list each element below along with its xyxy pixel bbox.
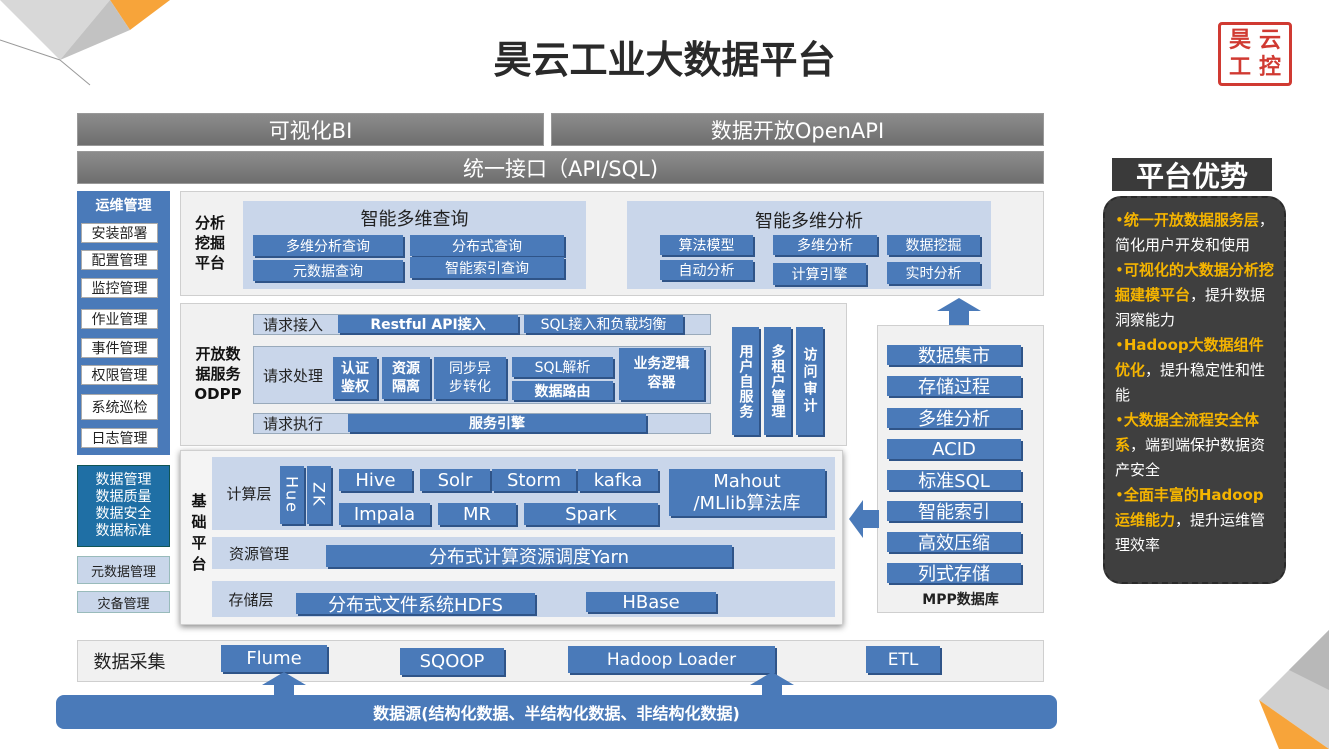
advantages-box: •统一开放数据服务层，简化用户开发和使用 •可视化的大数据分析挖掘建模平台，提升… [1103,196,1286,584]
advantages-title: 平台优势 [1112,158,1272,194]
up-arrow-icon [937,298,981,325]
data-governance-item: 数据管理 [95,472,152,488]
multi-tenant-management: 多租户管理 [764,327,791,435]
collect-item: SQOOP [400,648,504,675]
collect-item: Hadoop Loader [568,646,775,673]
sql-access-balance: SQL接入和负载均衡 [524,315,683,333]
odpp-label: 开放数 据服务 ODPP [194,345,242,403]
user-self-service: 用户自服务 [732,327,759,435]
sidebar-item: 日志管理 [81,428,158,448]
advantage-item: •可视化的大数据分析挖掘建模平台，提升数据洞察能力 [1115,261,1274,329]
data-governance-item: 数据质量 [95,489,152,505]
data-governance-block: 数据管理 数据质量 数据安全 数据标准 [77,465,170,547]
mpp-item: 列式存储 [887,563,1021,585]
page-title: 昊云工业大数据平台 [493,37,836,82]
compute-item: Hive [339,469,412,491]
analysis-item: 数据挖掘 [887,235,980,255]
mpp-item: 高效压缩 [887,532,1021,554]
collect-item: ETL [866,646,940,673]
compute-item: MR [438,503,516,525]
resource-mgmt-label: 资源管理 [228,544,289,563]
request-exec-label: 请求执行 [262,415,323,433]
sidebar-item: 安装部署 [81,223,158,243]
compute-item: Spark [524,503,658,525]
analysis-item: 自动分析 [660,260,753,280]
business-logic-container: 业务逻辑 容器 [619,348,704,400]
sidebar-item: 监控管理 [81,278,158,298]
visual-bi-bar: 可视化BI [77,113,544,146]
analysis-item: 计算引擎 [773,263,866,285]
compute-item: Solr [420,469,490,491]
open-api-bar: 数据开放OpenAPI [551,113,1044,146]
access-audit: 访问审计 [796,327,823,435]
analysis-item: 多维分析 [773,235,877,255]
mpp-item: 存储过程 [887,376,1021,398]
advantage-item: •全面丰富的Hadoop运维能力，提升运维管理效率 [1115,486,1266,554]
request-access-label: 请求接入 [262,316,323,334]
hue-box: Hue [280,466,304,524]
mpp-item: 多维分析 [887,408,1021,430]
data-governance-item: 数据标准 [95,523,152,539]
disaster-backup: 灾备管理 [77,591,170,613]
advantage-item: •大数据全流程安全体系，端到端保护数据资产安全 [1115,411,1266,479]
mpp-item: 标准SQL [887,470,1021,492]
mpp-item: 数据集市 [887,345,1021,367]
restful-api-access: Restful API接入 [338,315,518,333]
yarn-box: 分布式计算资源调度Yarn [326,545,732,568]
left-arrow-icon [849,500,879,538]
data-governance-item: 数据安全 [95,506,152,522]
analysis-item: 分布式查询 [410,235,564,256]
corner-decoration-bottom-right [1259,630,1329,749]
hdfs-box: 分布式文件系统HDFS [296,593,535,616]
mpp-item: ACID [887,439,1021,460]
smart-query-title: 智能多维查询 [360,209,469,230]
mahout-mllib-box: Mahout /MLlib算法库 [669,469,825,516]
analysis-platform-label: 分析 挖掘 平台 [194,214,225,272]
analysis-item: 元数据查询 [253,260,403,281]
compute-item: Storm [492,469,576,491]
zk-box: ZK [307,466,331,524]
analysis-item: 实时分析 [887,262,980,284]
compute-layer-label: 计算层 [226,484,272,503]
analysis-item: 算法模型 [660,235,753,255]
hbase-box: HBase [586,592,716,613]
analysis-item: 多维分析查询 [253,235,403,256]
collect-item: Flume [221,645,327,672]
analysis-item: 智能索引查询 [410,257,564,278]
auth-box: 认证 鉴权 [333,357,377,399]
ops-management-header: 运维管理 [95,198,152,214]
up-arrow-icon [750,672,794,700]
compute-item: Impala [339,503,430,525]
up-arrow-icon [262,672,306,700]
sidebar-item: 权限管理 [81,365,158,385]
data-source-bar: 数据源(结构化数据、半结构化数据、非结构化数据) [56,695,1057,729]
base-platform-label: 基础平台 [189,493,208,577]
unified-interface-bar: 统一接口（API/SQL) [77,151,1044,184]
sync-async-box: 同步异 步转化 [434,357,506,399]
data-collection-label: 数据采集 [93,652,166,673]
corner-decoration-top-left [0,0,170,86]
sql-parse-box: SQL解析 [512,357,613,377]
sidebar-item: 作业管理 [81,309,158,329]
mpp-label: MPP数据库 [922,592,999,608]
advantage-item: •统一开放数据服务层，简化用户开发和使用 [1115,211,1274,254]
compute-item: kafka [578,469,658,491]
metadata-management: 元数据管理 [77,556,170,584]
advantage-item: •Hadoop大数据组件优化，提升稳定性和性能 [1115,336,1266,404]
sidebar-item: 配置管理 [81,250,158,270]
sidebar-item: 事件管理 [81,338,158,358]
data-routing-box: 数据路由 [512,381,613,400]
sidebar-item: 系统巡检 [81,394,158,420]
resource-isolation-box: 资源 隔离 [382,357,430,399]
service-engine: 服务引擎 [348,414,646,432]
logo-seal: 昊云 工控 [1218,22,1292,86]
mpp-item: 智能索引 [887,501,1021,523]
storage-layer-label: 存储层 [228,590,274,609]
smart-analysis-title: 智能多维分析 [755,211,863,232]
request-process-label: 请求处理 [262,366,323,385]
